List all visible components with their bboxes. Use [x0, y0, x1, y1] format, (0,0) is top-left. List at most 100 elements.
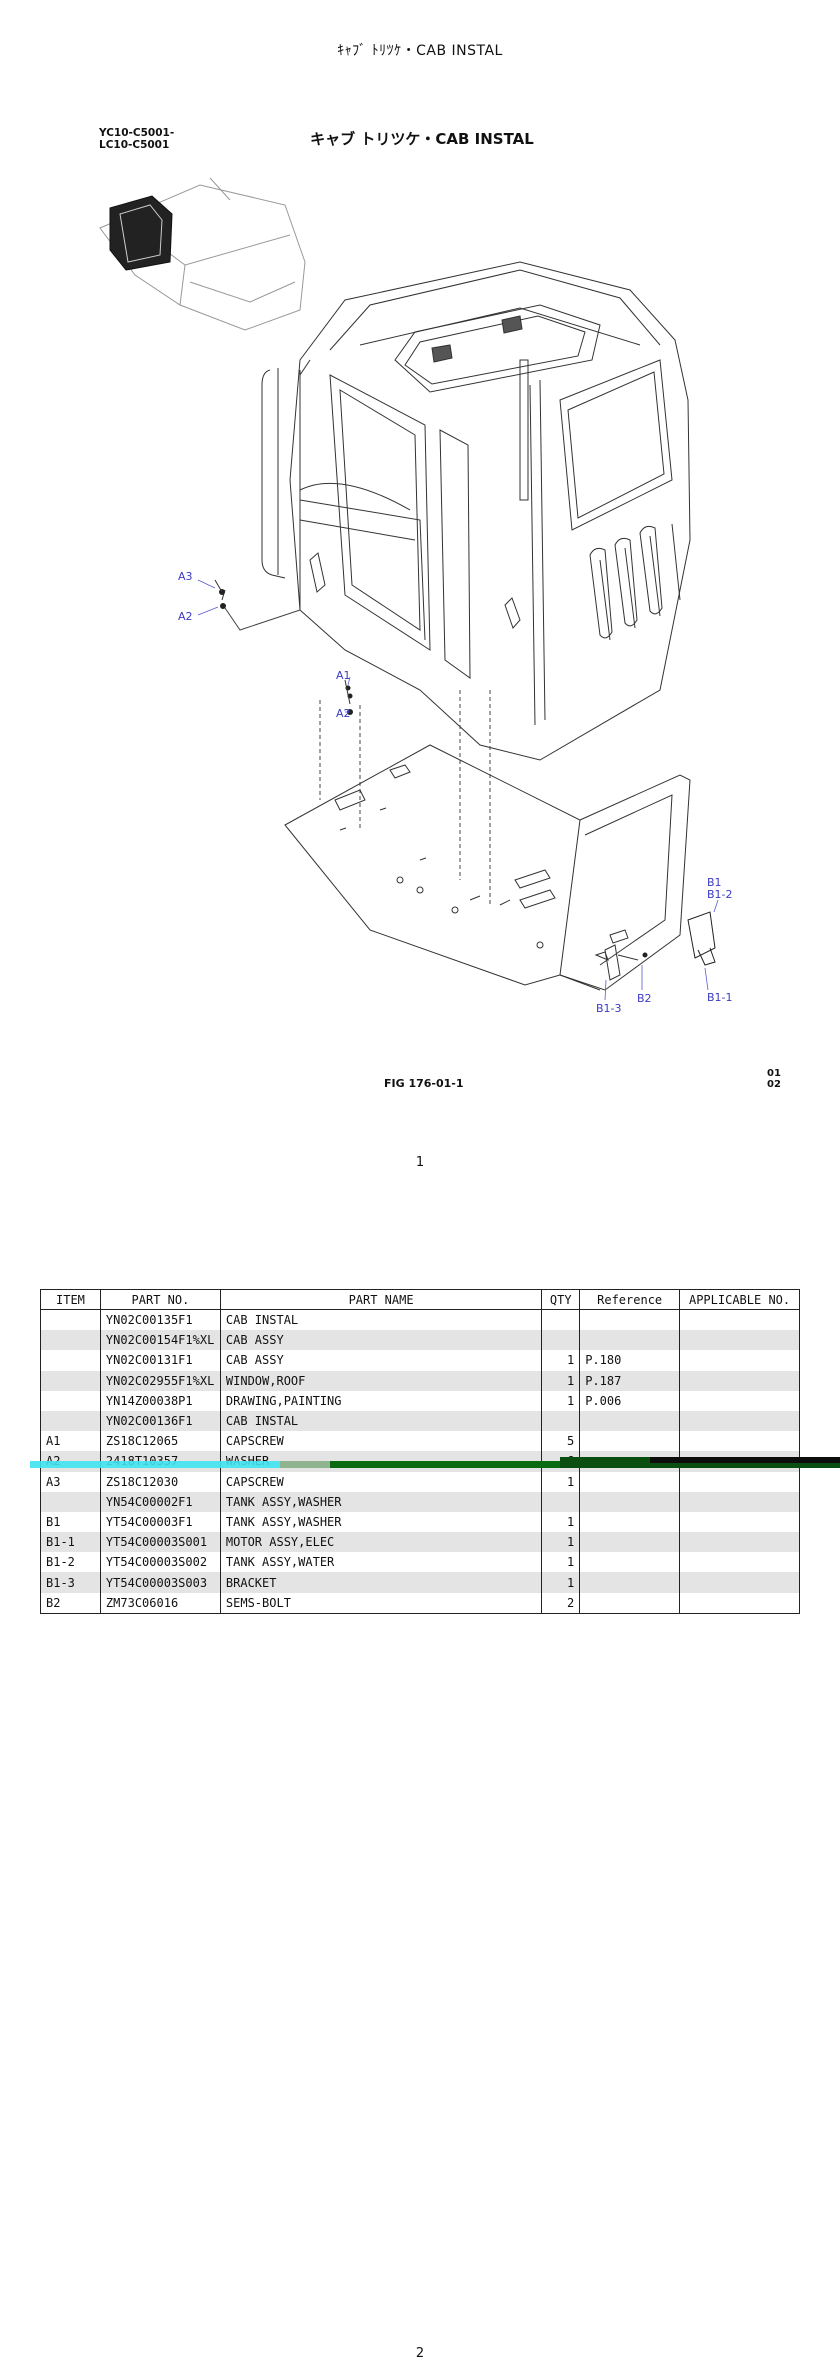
col-header-item: ITEM — [40, 1289, 101, 1310]
cell-qty: 1 — [541, 1511, 581, 1533]
cell-item: A1 — [40, 1431, 101, 1452]
col-header-part-no: PART NO. — [99, 1289, 221, 1310]
cell-part-name: CAB INSTAL — [219, 1410, 543, 1432]
cell-part-no: YN02C00154F1%XL — [99, 1330, 221, 1351]
cell-item — [40, 1309, 101, 1331]
cell-part-name: BRACKET — [219, 1572, 543, 1593]
cell-item — [40, 1491, 101, 1512]
cell-part-no: YT54C00003S003 — [99, 1572, 221, 1593]
callout-b2: B2 — [637, 992, 652, 1005]
callout-pointers — [197, 579, 719, 1001]
cell-part-no: YT54C00003F1 — [99, 1511, 221, 1533]
parts-drawing: A3 A2 A1 A2 B1 B1-2 B1-1 B1-3 B2 — [99, 177, 733, 1015]
cell-qty: 1 — [541, 1390, 581, 1411]
cell-applicable-no — [679, 1471, 800, 1492]
col-header-applicable-no: APPLICABLE NO. — [679, 1289, 800, 1310]
cell-part-no: ZS18C12065 — [99, 1431, 221, 1452]
cell-reference: P.180 — [579, 1350, 681, 1371]
model-codes: YC10-C5001- LC10-C5001 — [99, 127, 174, 151]
cell-reference — [579, 1572, 681, 1593]
cell-applicable-no — [679, 1491, 800, 1512]
callout-b1: B1 — [707, 876, 722, 889]
washer-tank — [594, 911, 716, 981]
cell-reference — [579, 1410, 681, 1432]
cell-qty: 1 — [541, 1350, 581, 1371]
page-number-2: 2 — [415, 2346, 425, 2361]
cell-item — [40, 1370, 101, 1391]
cell-applicable-no — [679, 1350, 800, 1371]
cell-item: B1-3 — [40, 1572, 101, 1593]
cell-reference — [579, 1309, 681, 1331]
cell-applicable-no — [679, 1532, 800, 1553]
cell-item: B1-1 — [40, 1532, 101, 1553]
cell-part-no: YN02C02955F1%XL — [99, 1370, 221, 1391]
cell-item — [40, 1330, 101, 1351]
cell-part-no: YN02C00135F1 — [99, 1309, 221, 1331]
cell-part-name: TANK ASSY,WASHER — [219, 1491, 543, 1512]
sheet-code-1: 01 — [767, 1068, 781, 1079]
cell-reference — [579, 1451, 681, 1472]
cell-qty: 1 — [541, 1471, 581, 1492]
cell-qty — [541, 1309, 581, 1331]
cell-qty: 1 — [541, 1572, 581, 1593]
cell-part-name: CAB ASSY — [219, 1330, 543, 1351]
table-header-row: ITEM PART NO. PART NAME QTY Reference AP… — [40, 1289, 800, 1310]
cell-part-name: TANK ASSY,WASHER — [219, 1511, 543, 1533]
cell-qty: 1 — [541, 1532, 581, 1553]
cell-item: B1-2 — [40, 1552, 101, 1573]
cell-item — [40, 1350, 101, 1371]
cell-applicable-no — [679, 1572, 800, 1593]
cell-part-no: YN02C00131F1 — [99, 1350, 221, 1371]
callout-a2: A2 — [178, 610, 193, 623]
cell-reference: P.006 — [579, 1390, 681, 1411]
page-header: ｷｬﾌﾞ ﾄﾘﾂｹ・CAB INSTAL — [337, 43, 503, 59]
callout-a1: A1 — [336, 669, 351, 682]
cab-illustration — [261, 261, 691, 761]
cell-part-no: ZS18C12030 — [99, 1471, 221, 1492]
cell-applicable-no — [679, 1451, 800, 1472]
cell-applicable-no — [679, 1592, 800, 1614]
cell-reference — [579, 1431, 681, 1452]
figure-title-text: キャブ トリツケ・CAB INSTAL — [310, 130, 534, 148]
fasteners — [219, 589, 648, 958]
figure-number: FIG 176-01-1 — [384, 1077, 464, 1090]
cell-applicable-no — [679, 1410, 800, 1432]
cell-applicable-no — [679, 1552, 800, 1573]
cell-part-name: CAB INSTAL — [219, 1309, 543, 1331]
sheet-code-2: 02 — [767, 1079, 781, 1090]
cell-qty — [541, 1330, 581, 1351]
cell-part-no: 2418T10357 — [99, 1451, 221, 1472]
cell-item — [40, 1390, 101, 1411]
cell-part-name: WINDOW,ROOF — [219, 1370, 543, 1391]
cell-applicable-no — [679, 1330, 800, 1351]
cell-reference: P.187 — [579, 1370, 681, 1391]
base-plate — [284, 744, 691, 991]
cell-reference — [579, 1592, 681, 1614]
cell-item — [40, 1410, 101, 1432]
cell-part-name: SEMS-BOLT — [219, 1592, 543, 1614]
cell-reference — [579, 1552, 681, 1573]
callout-b1-2: B1-2 — [707, 888, 733, 901]
cell-qty: 2 — [541, 1592, 581, 1614]
cell-reference — [579, 1330, 681, 1351]
col-header-qty: QTY — [541, 1289, 581, 1310]
cell-part-no: YN14Z00038P1 — [99, 1390, 221, 1411]
cell-applicable-no — [679, 1511, 800, 1533]
cell-part-name: TANK ASSY,WATER — [219, 1552, 543, 1573]
figure-title: キャブ トリツケ・CAB INSTAL — [0, 128, 840, 149]
col-header-reference: Reference — [579, 1289, 681, 1310]
col-header-part-name: PART NAME — [219, 1289, 543, 1310]
roof-hatch-1 — [431, 344, 453, 363]
callout-b1-3: B1-3 — [596, 1002, 622, 1015]
